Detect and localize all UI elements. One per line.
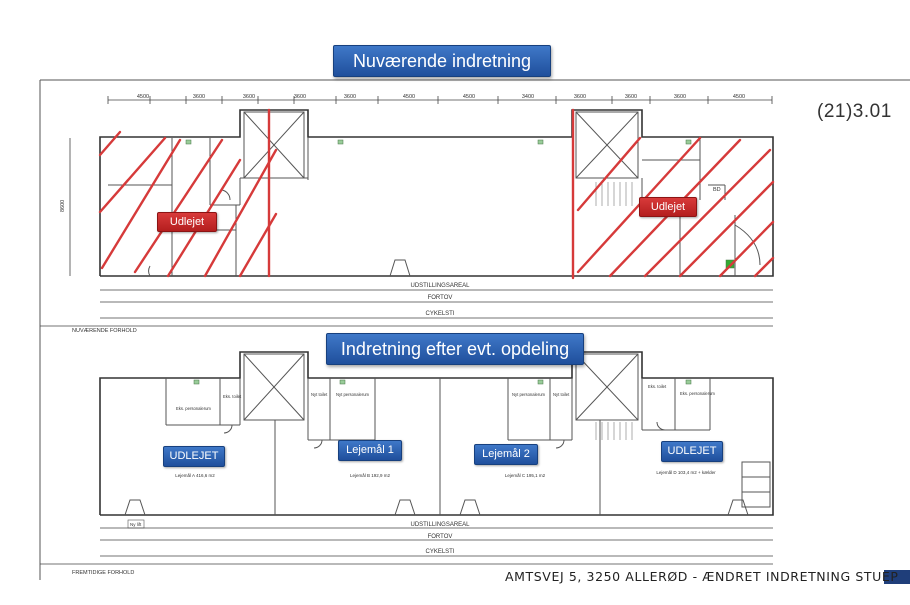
unit-tag-d: UDLEJET <box>661 441 723 462</box>
plan-caption: NUVÆRENDE FORHOLD <box>72 328 137 334</box>
unit-tag-a: UDLEJET <box>163 446 225 467</box>
unit-tag-2: Lejemål 2 <box>474 444 538 465</box>
room-label: Eks. personalerum <box>176 406 211 411</box>
unit-area: Lejemål B 192,9 m2 <box>350 472 391 478</box>
street-labels-bottom: UDSTILLINGSAREAL FORTOV CYKELSTI <box>410 522 470 555</box>
outer-walls-bottom <box>99 351 774 516</box>
unit-area: Lejemål D 103,4 m2 + kælder <box>656 469 716 475</box>
drawing-code: (21)3.01 <box>817 101 892 122</box>
room-label: Nyt toilet <box>311 392 328 397</box>
bd-label: BD <box>713 187 721 193</box>
unit-area-labels: Lejemål A 416,6 m2 Lejemål B 192,9 m2 Le… <box>175 469 716 478</box>
ny-label: Ny lift <box>130 522 142 527</box>
logo-block <box>884 570 910 584</box>
dim-label: 3400 <box>522 94 534 100</box>
street-lines-bottom <box>40 527 773 565</box>
room-label: Nyt toilet <box>553 392 570 397</box>
street-label: CYKELSTI <box>425 311 454 317</box>
stairs <box>595 182 633 206</box>
dim-label: 4500 <box>463 94 475 100</box>
leased-hatch-right <box>571 108 775 280</box>
outer-walls <box>99 109 774 277</box>
dim-label: 3600 <box>294 94 306 100</box>
street-label: UDSTILLINGSAREAL <box>410 283 470 289</box>
dim-label: 4500 <box>733 94 745 100</box>
bottom-floor-plan: Eks. personalerum Eks. toilet Nyt toilet… <box>40 351 774 576</box>
title-banner-future: Indretning efter evt. opdeling <box>326 333 584 365</box>
dim-label: 3600 <box>344 94 356 100</box>
unit-tag-1: Lejemål 1 <box>338 440 402 461</box>
unit-area: Lejemål A 416,6 m2 <box>175 472 215 478</box>
top-floor-plan: 4500 3600 3600 3600 3600 4500 4500 3400 … <box>40 94 775 334</box>
exit-markers <box>185 139 735 269</box>
sheet-frame <box>39 79 910 580</box>
dim-label: 4500 <box>137 94 149 100</box>
street-label: UDSTILLINGSAREAL <box>410 522 470 528</box>
title-banner-current: Nuværende indretning <box>333 45 551 77</box>
dim-label: 3600 <box>193 94 205 100</box>
room-label: Eks. personalerum <box>680 391 715 396</box>
room-label: Nyt personalerum <box>512 392 546 397</box>
room-label: Nyt personalerum <box>336 392 370 397</box>
dim-label: 3600 <box>625 94 637 100</box>
plan-caption: FREMTIDIGE FORHOLD <box>72 570 134 576</box>
dimension-labels: 4500 3600 3600 3600 3600 4500 4500 3400 … <box>137 94 745 100</box>
leased-tag-right: Udlejet <box>639 197 697 217</box>
unit-area: Lejemål C 195,1 m2 <box>505 472 546 478</box>
height-dim-label: 8600 <box>60 200 66 212</box>
exit-markers-bottom <box>193 379 692 385</box>
room-label: Eks. toilet <box>648 384 667 389</box>
dim-label: 3600 <box>674 94 686 100</box>
dimension-line <box>107 96 773 104</box>
street-labels: UDSTILLINGSAREAL FORTOV CYKELSTI <box>410 283 470 317</box>
street-lines <box>40 289 773 327</box>
footer-address: AMTSVEJ 5, 3250 ALLERØD - ÆNDRET INDRETN… <box>505 569 899 584</box>
street-label: FORTOV <box>428 534 453 540</box>
street-label: FORTOV <box>428 295 453 301</box>
room-labels: Eks. personalerum Eks. toilet Nyt toilet… <box>176 384 715 411</box>
dim-label: 3600 <box>574 94 586 100</box>
leased-hatch-left <box>98 108 278 278</box>
leased-tag-left: Udlejet <box>157 212 217 232</box>
dim-label: 3600 <box>243 94 255 100</box>
stairs-bottom <box>595 422 633 440</box>
room-label: Eks. toilet <box>223 394 242 399</box>
dim-label: 4500 <box>403 94 415 100</box>
street-label: CYKELSTI <box>425 549 454 555</box>
